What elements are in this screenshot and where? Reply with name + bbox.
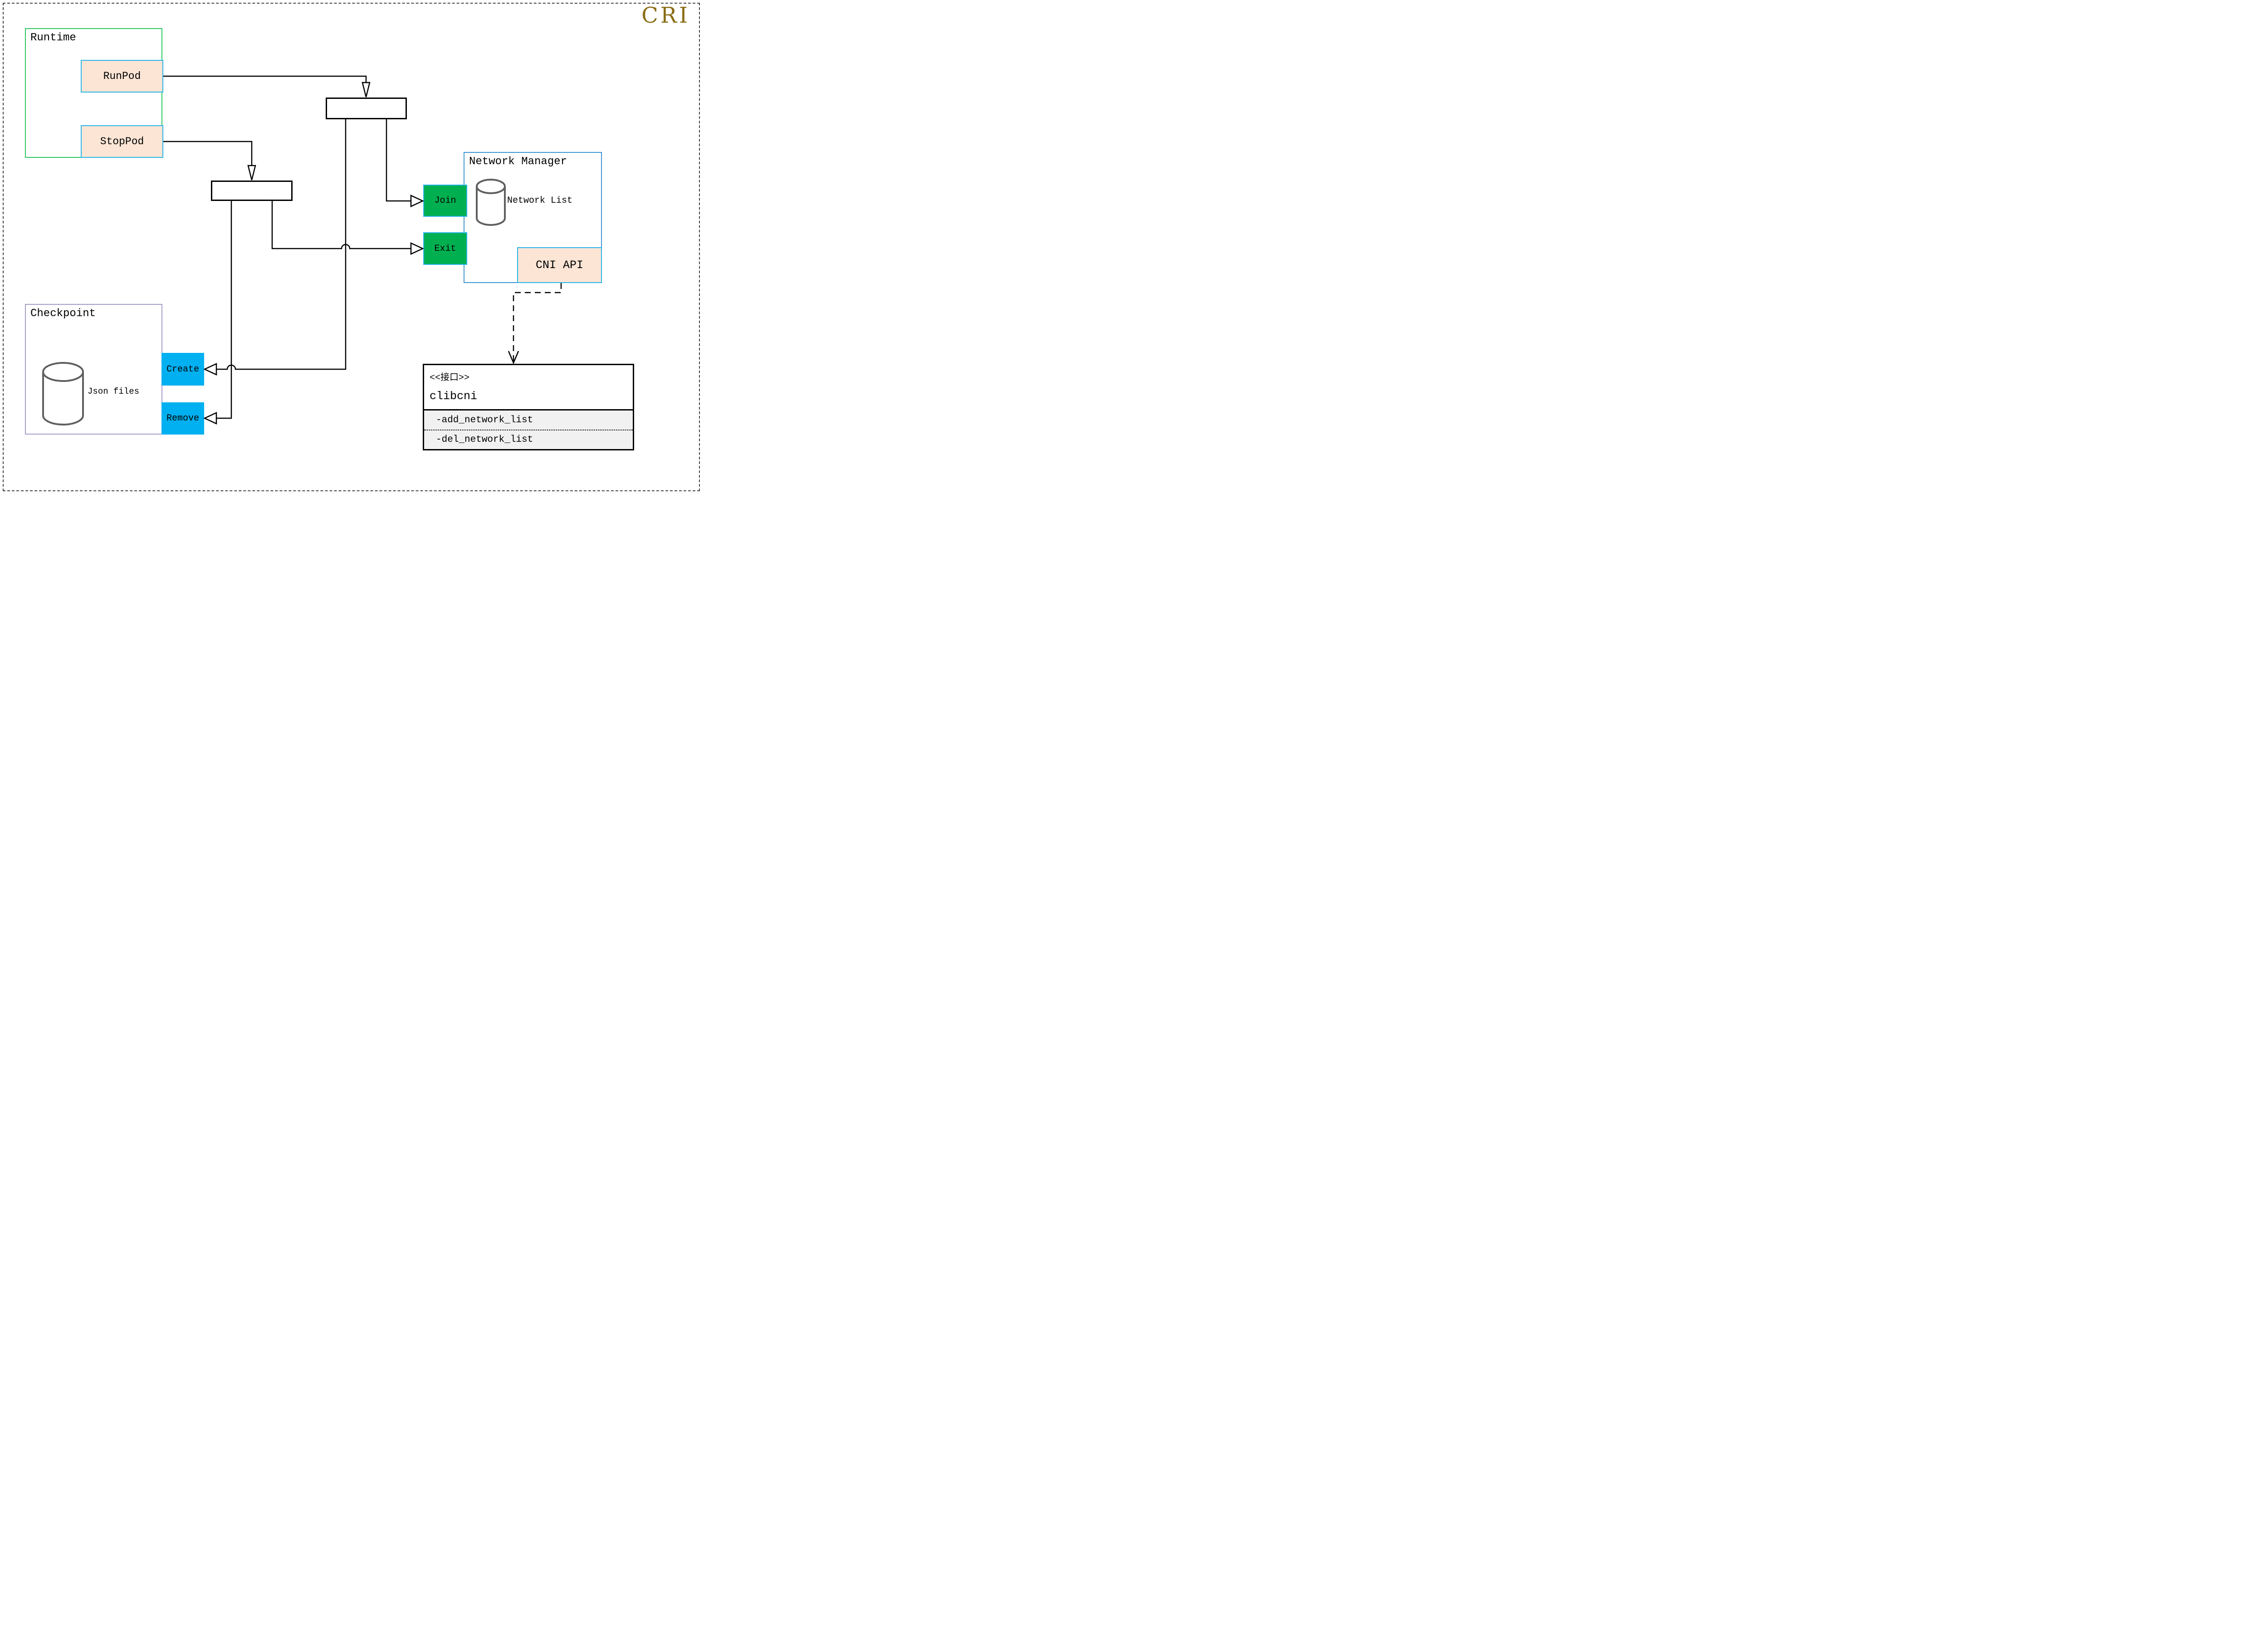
runtime-title: Runtime: [30, 32, 76, 44]
runpod-label: RunPod: [103, 70, 141, 82]
clibcni-method-del: -del_network_list: [424, 430, 633, 449]
exit-label: Exit: [434, 243, 456, 254]
checkpoint-title: Checkpoint: [30, 308, 96, 320]
network-list-label: Network List: [507, 195, 573, 206]
clibcni-stereotype: <<接口>>: [430, 373, 470, 383]
json-files-label: Json files: [88, 386, 140, 396]
join-node[interactable]: Join: [423, 185, 467, 217]
remove-node[interactable]: Remove: [161, 402, 204, 435]
junction-box-middle: [211, 181, 293, 201]
checkpoint-box: Checkpoint Json files: [25, 304, 162, 435]
runpod-node[interactable]: RunPod: [81, 60, 163, 93]
network-manager-title: Network Manager: [469, 156, 567, 168]
clibcni-interface-box: <<接口>> clibcni -add_network_list -del_ne…: [423, 364, 634, 450]
json-files-database-icon: [42, 362, 84, 425]
junction-box-top: [326, 98, 407, 119]
network-list-database-icon: [476, 179, 506, 226]
clibcni-header: <<接口>> clibcni: [424, 365, 633, 411]
diagram-canvas: CRI Runtime RunPod StopPod Network Manag…: [0, 0, 703, 494]
cni-api-label: CNI API: [535, 259, 584, 272]
clibcni-method-add: -add_network_list: [436, 415, 533, 425]
create-label: Create: [166, 364, 199, 375]
clibcni-name: clibcni: [430, 390, 478, 403]
clibcni-methods-section: -add_network_list -del_network_list: [424, 409, 633, 449]
diagram-title: CRI: [641, 3, 690, 28]
cni-api-node[interactable]: CNI API: [517, 247, 602, 283]
stoppod-node[interactable]: StopPod: [81, 125, 163, 158]
stoppod-label: StopPod: [100, 136, 144, 147]
join-label: Join: [434, 195, 456, 206]
exit-node[interactable]: Exit: [423, 232, 467, 265]
remove-label: Remove: [166, 413, 199, 424]
create-node[interactable]: Create: [161, 353, 204, 386]
